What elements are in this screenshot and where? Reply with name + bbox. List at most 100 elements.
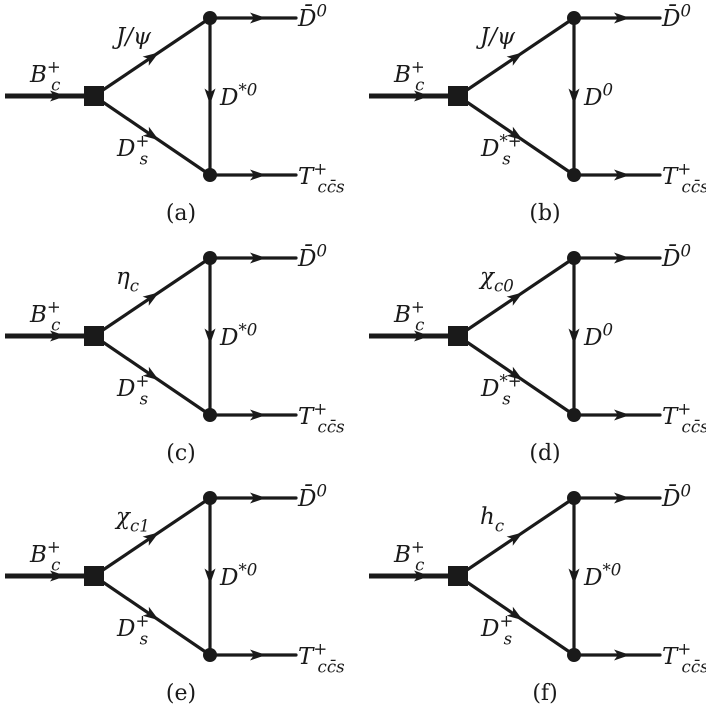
upper-line-arrow: [142, 292, 159, 306]
lower-line-arrow: [142, 366, 159, 381]
bottom-vertex-dot: [203, 168, 217, 182]
exchange-particle-label: D*0: [583, 560, 621, 591]
incoming-particle-label: B+c: [29, 57, 61, 94]
outgoing-bottom-arrow: [250, 409, 266, 421]
lower-line-arrow: [506, 126, 523, 141]
diagram-panel-b: B+c J/ψD*+s D0 D̄0T+cc̄s (b): [369, 1, 706, 226]
upper-line-arrow: [506, 532, 523, 546]
lower-particle-label: D*+s: [480, 371, 522, 408]
weak-vertex-square: [84, 566, 104, 586]
incoming-arrow: [50, 570, 66, 582]
outgoing-top-arrow: [250, 252, 266, 264]
lower-particle-label: D+s: [116, 131, 149, 168]
bottom-vertex-dot: [203, 648, 217, 662]
upper-particle-label: J/ψ: [112, 24, 152, 50]
outgoing-bottom-arrow: [250, 169, 266, 181]
weak-vertex-square: [84, 326, 104, 346]
outgoing-bottom-label: T+cc̄s: [298, 159, 345, 196]
diagram-panel-f: B+c hcD+s D*0 D̄0T+cc̄s (f): [369, 481, 706, 706]
weak-vertex-square: [84, 86, 104, 106]
incoming-particle-label: B+c: [393, 537, 425, 574]
outgoing-top-label: D̄0: [661, 241, 691, 272]
diagram-panel-a: B+c J/ψD+s D*0 D̄0T+cc̄s (a): [5, 1, 345, 226]
top-vertex-dot: [567, 491, 581, 505]
incoming-arrow: [414, 330, 430, 342]
exchange-particle-label: D*0: [219, 80, 257, 111]
lower-line-arrow: [142, 606, 159, 621]
panel-caption: (b): [529, 201, 560, 226]
upper-line-arrow: [142, 532, 159, 546]
incoming-particle-label: B+c: [29, 537, 61, 574]
outgoing-bottom-arrow: [250, 649, 266, 661]
upper-particle-label: ηc: [116, 264, 139, 295]
incoming-arrow: [50, 90, 66, 102]
upper-line-arrow: [506, 52, 523, 66]
panel-caption: (e): [166, 681, 196, 706]
outgoing-bottom-label: T+cc̄s: [662, 159, 706, 196]
exchange-line-arrow: [568, 88, 580, 105]
outgoing-top-arrow: [614, 252, 630, 264]
diagram-panel-c: B+c ηcD+s D*0 D̄0T+cc̄s (c): [5, 241, 345, 466]
exchange-line-arrow: [204, 568, 216, 585]
lower-particle-label: D+s: [116, 371, 149, 408]
incoming-arrow: [414, 90, 430, 102]
exchange-particle-label: D0: [583, 320, 613, 351]
lower-line-arrow: [506, 606, 523, 621]
outgoing-bottom-arrow: [614, 649, 630, 661]
top-vertex-dot: [203, 11, 217, 25]
outgoing-top-label: D̄0: [297, 481, 327, 512]
bottom-vertex-dot: [567, 648, 581, 662]
panel-caption: (a): [166, 201, 196, 226]
incoming-particle-label: B+c: [393, 57, 425, 94]
outgoing-top-arrow: [614, 492, 630, 504]
top-vertex-dot: [203, 491, 217, 505]
top-vertex-dot: [203, 251, 217, 265]
panel-caption: (f): [532, 681, 557, 706]
incoming-arrow: [50, 330, 66, 342]
outgoing-bottom-label: T+cc̄s: [662, 399, 706, 436]
outgoing-top-arrow: [614, 12, 630, 24]
incoming-particle-label: B+c: [29, 297, 61, 334]
exchange-particle-label: D*0: [219, 560, 257, 591]
outgoing-bottom-label: T+cc̄s: [298, 639, 345, 676]
top-vertex-dot: [567, 11, 581, 25]
upper-particle-label: χc0: [478, 264, 514, 295]
upper-line-arrow: [142, 52, 159, 66]
outgoing-top-label: D̄0: [297, 1, 327, 32]
exchange-line-arrow: [568, 568, 580, 585]
lower-line-arrow: [506, 366, 523, 381]
outgoing-top-label: D̄0: [297, 241, 327, 272]
exchange-line-arrow: [568, 328, 580, 345]
bottom-vertex-dot: [567, 168, 581, 182]
lower-particle-label: D+s: [480, 611, 513, 648]
bottom-vertex-dot: [567, 408, 581, 422]
lower-particle-label: D*+s: [480, 131, 522, 168]
outgoing-top-label: D̄0: [661, 481, 691, 512]
exchange-line-arrow: [204, 88, 216, 105]
upper-particle-label: hc: [480, 504, 504, 535]
exchange-particle-label: D0: [583, 80, 613, 111]
outgoing-bottom-label: T+cc̄s: [298, 399, 345, 436]
outgoing-bottom-arrow: [614, 169, 630, 181]
top-vertex-dot: [567, 251, 581, 265]
lower-line-arrow: [142, 126, 159, 141]
weak-vertex-square: [448, 566, 468, 586]
upper-line-arrow: [506, 292, 523, 306]
incoming-arrow: [414, 570, 430, 582]
outgoing-bottom-label: T+cc̄s: [662, 639, 706, 676]
exchange-line-arrow: [204, 328, 216, 345]
upper-particle-label: χc1: [114, 504, 150, 535]
exchange-particle-label: D*0: [219, 320, 257, 351]
outgoing-bottom-arrow: [614, 409, 630, 421]
incoming-particle-label: B+c: [393, 297, 425, 334]
outgoing-top-arrow: [250, 12, 266, 24]
outgoing-top-arrow: [250, 492, 266, 504]
panel-caption: (d): [529, 441, 560, 466]
upper-particle-label: J/ψ: [476, 24, 516, 50]
weak-vertex-square: [448, 326, 468, 346]
outgoing-top-label: D̄0: [661, 1, 691, 32]
panel-caption: (c): [166, 441, 196, 466]
